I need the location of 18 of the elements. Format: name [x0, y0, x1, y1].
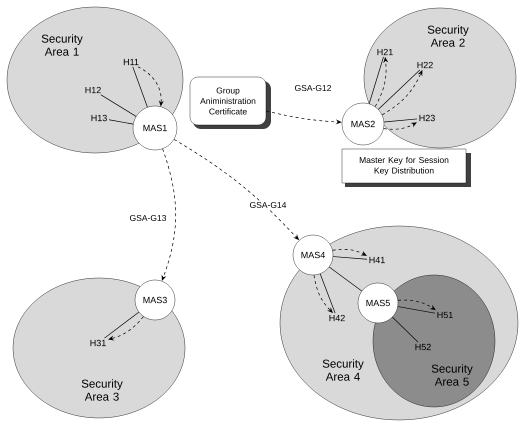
host-label: H42 [329, 314, 345, 322]
host-label: H23 [419, 114, 435, 122]
host-label: H41 [369, 256, 385, 264]
host-label: H51 [437, 312, 453, 318]
host-label: H31 [90, 340, 106, 346]
host-label: H52 [415, 344, 431, 350]
edge-label: GSA-G12 [294, 84, 332, 92]
connector-arrow [398, 300, 436, 310]
text-box: Group Aniministration Certificate [190, 76, 271, 129]
host-label: H13 [92, 114, 107, 122]
host-label: H21 [377, 48, 393, 56]
host-label: H22 [417, 62, 433, 68]
connector-arrow [162, 148, 176, 281]
edge-label: GSA-G14 [248, 201, 288, 209]
text-box: Master Key for Session Key Distribution [342, 148, 471, 187]
host-label: H12 [86, 86, 101, 94]
edge-label: GSA-G13 [128, 214, 168, 222]
host-label: H11 [124, 58, 138, 66]
